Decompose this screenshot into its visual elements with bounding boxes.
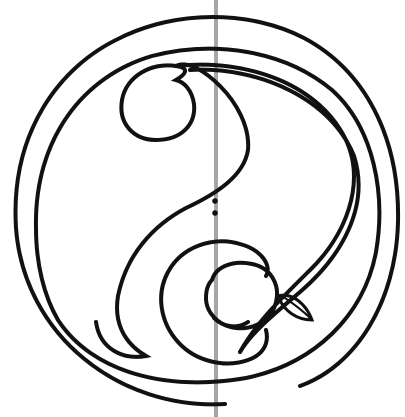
center-dot-1: [212, 198, 218, 204]
center-dot-2: [212, 210, 218, 216]
